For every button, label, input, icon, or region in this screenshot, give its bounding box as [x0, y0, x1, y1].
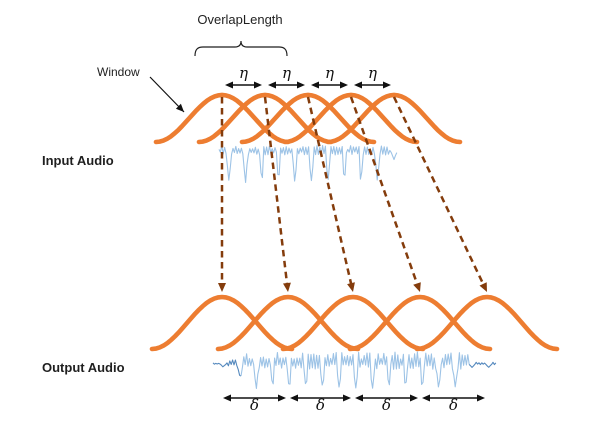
eta-label: η: [368, 64, 377, 82]
delta-label: δ: [249, 396, 260, 414]
output-window-curves: [149, 294, 560, 352]
overlap-length-brace: [194, 40, 288, 57]
eta-arrows: [225, 81, 391, 89]
output-waveform: [212, 351, 497, 389]
delta-arrows: [223, 394, 485, 402]
output-audio-label: Output Audio: [42, 360, 125, 375]
delta-label: δ: [315, 396, 326, 414]
eta-label: η: [325, 64, 334, 82]
delta-label: δ: [448, 396, 459, 414]
eta-label: η: [282, 64, 291, 82]
frame-mapping-arrows: [218, 96, 487, 292]
eta-label: η: [239, 64, 248, 82]
input-waveform: [218, 145, 398, 184]
input-audio-label: Input Audio: [42, 153, 114, 168]
delta-label: δ: [381, 396, 392, 414]
overlap-length-label: OverlapLength: [197, 12, 283, 27]
window-label: Window: [97, 65, 140, 79]
window-pointer-arrow: [149, 76, 185, 113]
